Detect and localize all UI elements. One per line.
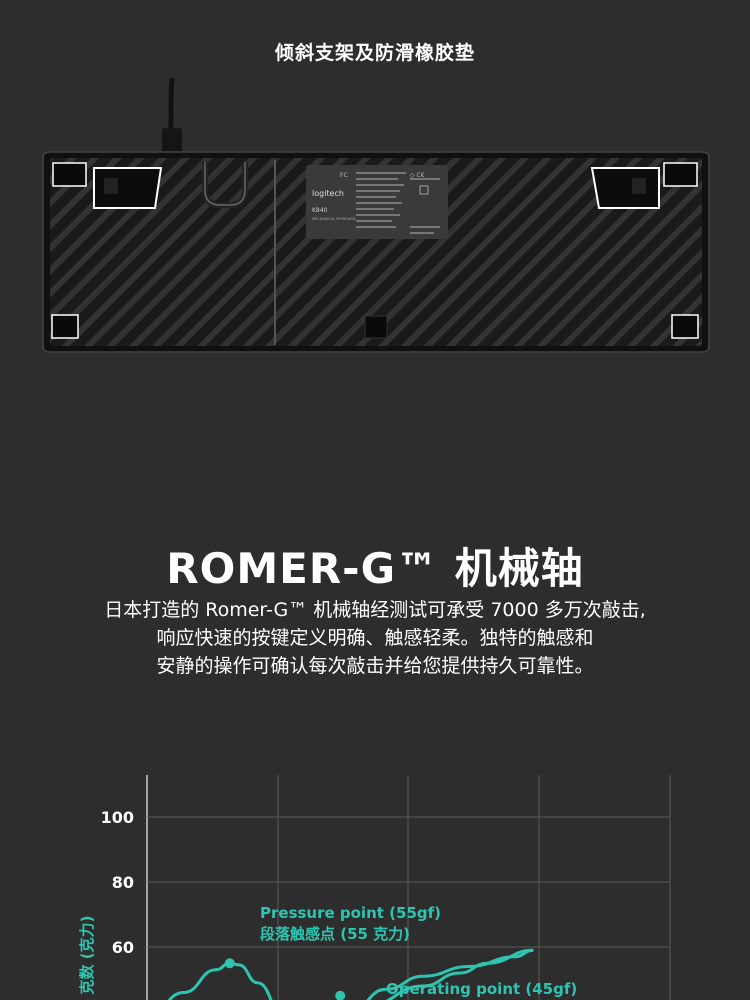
ytick-label: 80 [112,873,134,892]
product-label: logitech K840 MECHANICAL KEYBOARD FC ◇ C… [306,165,448,239]
chart-ytick-labels: 100 80 60 [101,808,134,957]
section-title: 倾斜支架及防滑橡胶垫 [274,42,475,64]
tilt-leg-right [590,167,660,209]
operating-point-marker [335,990,346,1000]
label-model: K840 [312,207,328,214]
description-line: 安静的操作可确认每次敲击并给您提供持久可靠性。 [156,655,594,677]
description-line: 日本打造的 Romer-G™ 机械轴经测试可承受 7000 多万次敲击, [104,599,646,621]
chart-series [167,948,534,1000]
label-sub: MECHANICAL KEYBOARD [312,217,356,221]
rubber-foot-top-left [52,162,87,187]
fcc-icon: FC [340,172,348,179]
chart-grid [146,775,671,1000]
rubber-foot-top-right [663,162,698,187]
keyboard-underside-image: logitech K840 MECHANICAL KEYBOARD FC ◇ C… [42,77,710,353]
description: 日本打造的 Romer-G™ 机械轴经测试可承受 7000 多万次敲击, 响应快… [0,596,750,680]
y-axis-label: 克数 (克力) [78,916,96,995]
ytick-label: 60 [112,938,134,957]
operating-point-label-en: Operating point (45gf) [386,980,577,998]
label-brand: logitech [312,189,344,198]
force-curve-series-1 [366,948,534,1000]
description-line: 响应快速的按键定义明确、触感轻柔。独特的触感和 [156,627,594,649]
pressure-point-label-cn: 段落触感点 (55 克力) [260,925,410,943]
force-curve-series-0 [167,948,534,1000]
pressure-point-marker [224,958,235,969]
recycle-icon [419,185,429,195]
ytick-label: 100 [101,808,134,827]
headline: ROMER-G™ 机械轴 [166,544,584,593]
ce-icon: ◇ C€ [410,172,425,179]
rubber-foot-bottom-left [51,314,79,339]
force-curve-chart: 100 80 60 克数 (克力) Pressure point (55gf) 段落… [78,775,671,1000]
pressure-point-label-en: Pressure point (55gf) [260,904,441,922]
tilt-leg-left [93,167,163,209]
center-foot [364,315,388,339]
chart-points [224,958,346,1000]
rubber-foot-bottom-right [671,314,699,339]
cable-strain-relief [162,128,182,156]
